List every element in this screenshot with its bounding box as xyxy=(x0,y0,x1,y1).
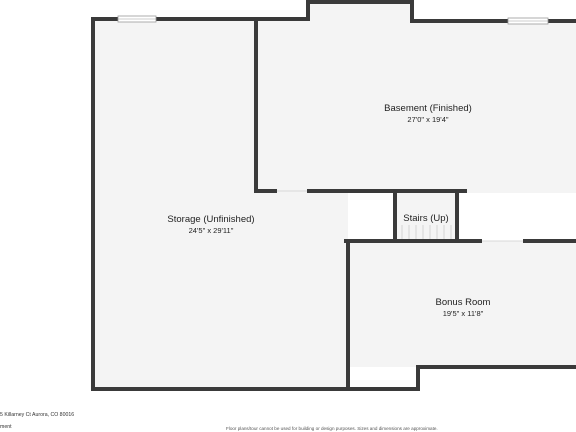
window-basement-top xyxy=(507,17,549,25)
room-labels: Storage (Unfinished) 24'5" x 29'11" Base… xyxy=(167,103,490,318)
floor-fills xyxy=(93,2,576,389)
doorways xyxy=(277,190,523,242)
bonus-dims: 19'5" x 11'8" xyxy=(443,309,484,318)
windows xyxy=(117,15,549,25)
basement-dims: 27'0" x 19'4" xyxy=(407,115,448,124)
bonus-floor xyxy=(348,241,576,367)
stair-treads xyxy=(401,225,452,239)
bonus-name: Bonus Room xyxy=(436,297,491,308)
storage-dims: 24'5" x 29'11" xyxy=(189,226,234,235)
basement-name: Basement (Finished) xyxy=(384,103,472,114)
basement-bump-floor xyxy=(308,2,412,22)
storage-name: Storage (Unfinished) xyxy=(167,214,254,225)
basement-left-wall xyxy=(254,19,277,193)
stairs-name: Stairs (Up) xyxy=(403,213,448,224)
walls xyxy=(91,0,576,391)
stairs-floor xyxy=(395,193,457,241)
outer-wall xyxy=(91,0,576,391)
disclaimer-text: Floor plans/tour cannot be used for buil… xyxy=(226,426,438,431)
property-address: 5 Killarney Ct Aurora, CO 80016 xyxy=(0,412,75,418)
basement-floor xyxy=(256,19,576,193)
level-label: ment xyxy=(0,424,12,430)
window-storage-top xyxy=(117,15,157,23)
